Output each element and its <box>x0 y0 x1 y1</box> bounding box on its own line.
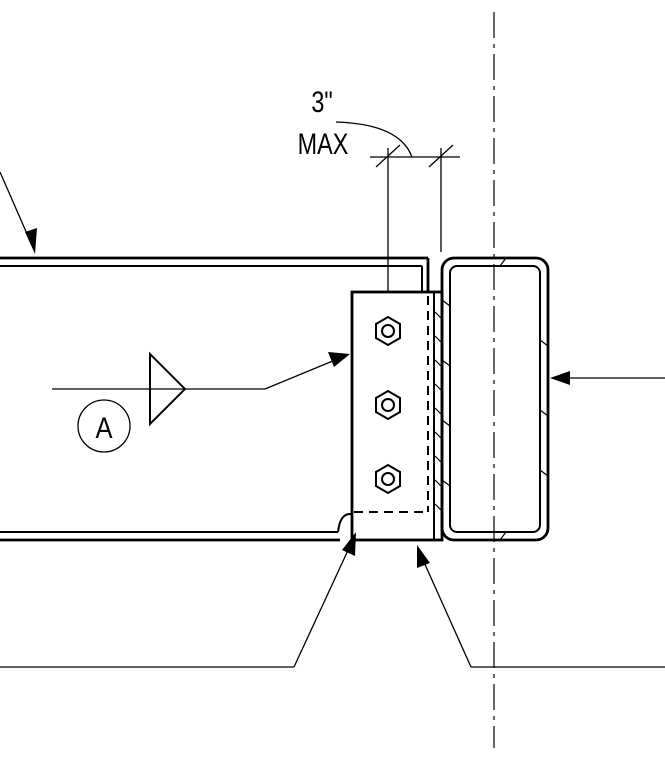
clip-angle <box>350 290 444 542</box>
beam <box>0 256 430 542</box>
bolt-hex-icon <box>375 463 401 495</box>
leader-beam-top <box>0 171 37 254</box>
callout-bubble <box>77 399 131 453</box>
weld-symbol: A <box>52 351 350 453</box>
dimension-value: 3" <box>311 85 332 118</box>
leader-column <box>550 371 665 385</box>
hss-wall-hatching <box>441 257 549 541</box>
dimension-3in-max: 3" MAX <box>298 85 460 292</box>
dimension-qualifier: MAX <box>298 127 349 160</box>
bolt-3 <box>375 463 401 495</box>
arrowhead-icon <box>342 532 356 556</box>
leader-bottom-right <box>417 545 665 668</box>
dimension-tick-left <box>375 144 401 168</box>
leader-bottom-left <box>0 532 356 668</box>
bolt-hex-icon <box>375 389 401 421</box>
arrowhead-icon <box>25 228 37 254</box>
hss-inner-wall <box>449 265 541 533</box>
callout-tag: A <box>95 411 112 444</box>
bolt-2 <box>375 389 401 421</box>
beam-cope <box>337 513 352 533</box>
hss-outer-wall <box>440 256 550 542</box>
dimension-tick-right <box>428 144 454 168</box>
arrowhead-icon <box>417 545 430 568</box>
dimension-leader-arc <box>335 121 413 158</box>
hss-column <box>440 256 550 542</box>
weld-hatching <box>434 311 442 511</box>
weld-triangle-icon <box>149 351 187 427</box>
arrowhead-icon <box>328 352 350 367</box>
weld-leader <box>264 357 341 390</box>
bolt-1 <box>375 315 401 347</box>
arrowhead-icon <box>550 371 570 385</box>
bolt-hex-icon <box>375 315 401 347</box>
